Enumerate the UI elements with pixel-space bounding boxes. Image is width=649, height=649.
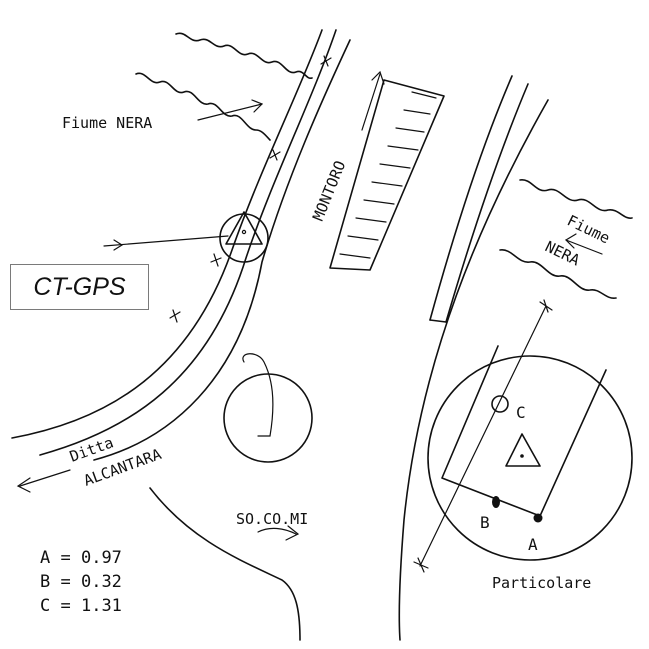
detail-triangle-icon — [505, 433, 541, 467]
road-line-middle — [39, 29, 337, 456]
label-fiume-nera-left: Fiume NERA — [62, 114, 152, 132]
label-nera-right: NERA — [542, 237, 582, 269]
hatched-bridge — [329, 79, 445, 271]
label-particolare: Particolare — [492, 574, 591, 592]
detail-rect — [441, 345, 607, 517]
legend-row-b: B = 0.32 — [40, 572, 122, 592]
road-crosses — [169, 55, 332, 323]
road-line-outer — [11, 29, 323, 439]
station-triangle-icon — [225, 211, 263, 245]
road-bottom — [149, 487, 301, 641]
label-point-b: B — [480, 513, 490, 532]
roundabout — [223, 373, 313, 463]
road-line-inner — [93, 39, 351, 461]
station-pointer-arrow — [103, 235, 229, 247]
label-socomi: SO.CO.MI — [236, 510, 308, 528]
station-circle — [219, 213, 269, 263]
point-c-marker — [491, 395, 509, 413]
detail-axis-line — [419, 305, 547, 567]
right-road-outer — [429, 75, 513, 321]
right-road-inner — [445, 83, 529, 323]
roundabout-spiral — [242, 353, 274, 437]
legend-row-a: A = 0.97 — [40, 548, 122, 568]
label-point-c: C — [516, 403, 526, 422]
point-a-marker — [533, 513, 543, 523]
ditta-arrow — [19, 469, 71, 487]
point-b-marker — [492, 496, 500, 508]
label-montoro: MONTORO — [309, 158, 349, 223]
label-ditta: Ditta — [67, 433, 116, 465]
river-bank-lower — [135, 72, 271, 141]
legend-row-c: C = 1.31 — [40, 596, 122, 616]
distance-legend: A = 0.97 B = 0.32 C = 1.31 — [40, 546, 122, 618]
ct-gps-badge: CT-GPS — [10, 264, 149, 310]
river-right-arrow — [565, 239, 603, 255]
right-road-far — [398, 99, 549, 641]
label-point-a: A — [528, 535, 538, 554]
river-right-lower — [499, 249, 617, 299]
detail-circle — [427, 355, 633, 561]
montoro-arrow — [361, 73, 381, 131]
river-bank-upper — [175, 32, 313, 79]
river-arrow-left — [197, 103, 263, 121]
socomi-arrow — [257, 527, 297, 535]
river-right-upper — [519, 179, 633, 219]
